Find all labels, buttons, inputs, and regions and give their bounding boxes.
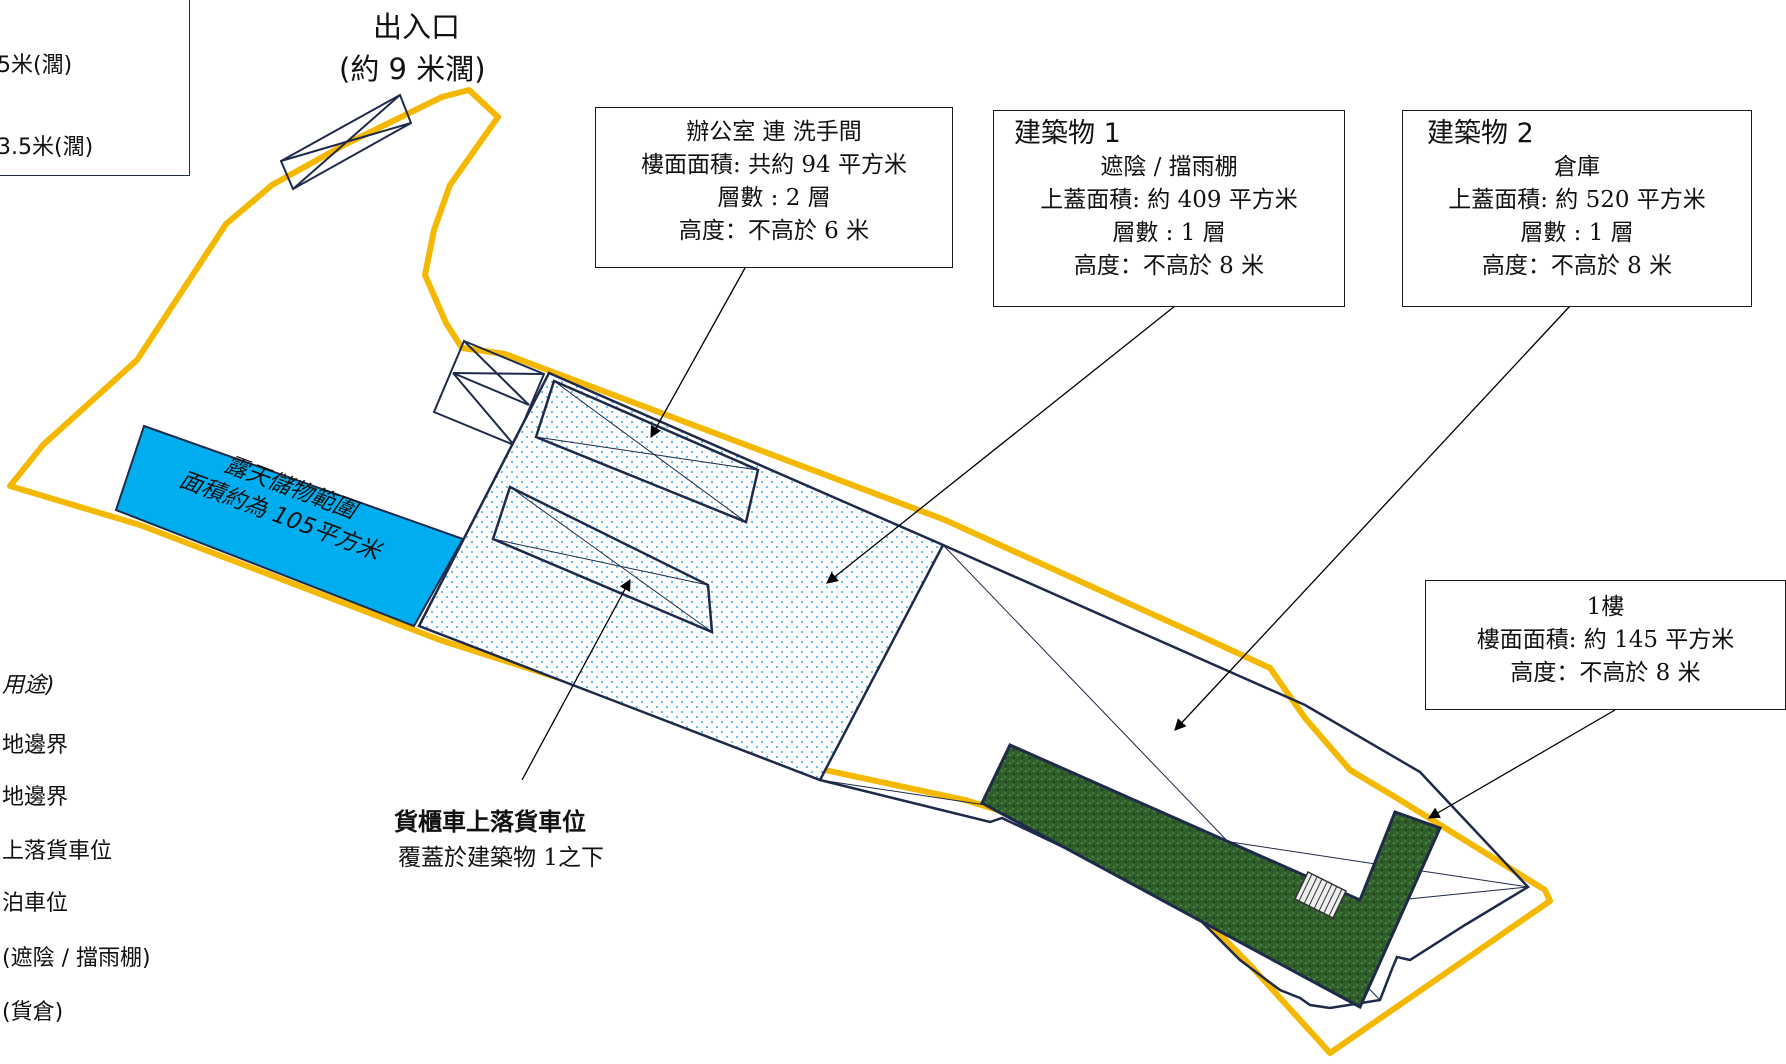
legend-item: 上落貨車位 <box>2 839 113 864</box>
building-1-height: 高度：不高於 8 米 <box>1073 253 1265 279</box>
building-1-use: 遮陰 / 擋雨棚 <box>1100 154 1238 180</box>
staircase-icon <box>1294 870 1347 920</box>
building-2-title: 建築物 2 <box>1427 118 1534 149</box>
building-2-use: 倉庫 <box>1554 154 1600 180</box>
entrance-title: 出入口 <box>373 10 461 44</box>
office-floor-area: 樓面面積: 共約 94 平方米 <box>641 152 907 178</box>
building-2-outline <box>819 543 1530 1010</box>
legend-heading: 用途) <box>2 673 55 698</box>
loading-subtitle: 覆蓋於建築物 1之下 <box>398 845 604 871</box>
loading-arrow <box>521 578 631 781</box>
legend-item: (遮陰 / 擋雨棚) <box>2 946 151 971</box>
leader-arrows <box>521 267 1616 819</box>
floor-1-info-box: 1樓 樓面面積: 約 145 平方米 高度：不高於 8 米 <box>1425 580 1786 710</box>
building-2-info-box: 建築物 2 倉庫 上蓋面積: 約 520 平方米 層數 : 1 層 高度：不高於… <box>1402 110 1752 307</box>
office-arrow <box>650 267 746 439</box>
warehouse-1st-floor <box>980 743 1443 1010</box>
floor-1-title: 1樓 <box>1586 594 1625 620</box>
loading-bay-footprint <box>491 485 714 634</box>
road-width-line1: 5米(濶) <box>0 53 73 78</box>
building-1-shelter <box>417 371 945 782</box>
office-name: 辦公室 連 洗手間 <box>686 119 862 145</box>
road-width-line2: 3.5米(濶) <box>0 135 94 160</box>
floor-1-area: 樓面面積: 約 145 平方米 <box>1476 627 1735 653</box>
floor-1-arrow <box>1427 709 1616 819</box>
entrance-width: (約 9 米濶) <box>339 52 486 86</box>
building-2-arrow <box>1174 305 1571 731</box>
loading-title: 貨櫃車上落貨車位 <box>394 808 586 836</box>
office-info-box: 辦公室 連 洗手間 樓面面積: 共約 94 平方米 層數 : 2 層 高度：不高… <box>595 107 953 268</box>
building-1-arrow <box>826 305 1176 584</box>
building-1-coverage: 上蓋面積: 約 409 平方米 <box>1040 187 1298 213</box>
building-2-coverage: 上蓋面積: 約 520 平方米 <box>1448 187 1706 213</box>
floor-1-height: 高度：不高於 8 米 <box>1510 660 1701 686</box>
building-2-height: 高度：不高於 8 米 <box>1481 253 1673 279</box>
office-storeys: 層數 : 2 層 <box>717 185 831 211</box>
legend-item: 地邊界 <box>2 733 69 758</box>
building-1-info-box: 建築物 1 遮陰 / 擋雨棚 上蓋面積: 約 409 平方米 層數 : 1 層 … <box>993 110 1345 307</box>
road-width-box: 5米(濶) 3.5米(濶) <box>0 0 190 176</box>
building-2-storeys: 層數 : 1 層 <box>1520 220 1634 246</box>
site-boundary <box>7 87 1553 1056</box>
office-height: 高度：不高於 6 米 <box>678 218 870 244</box>
legend-item: (貨倉) <box>2 1000 64 1025</box>
building-1-title: 建築物 1 <box>1014 118 1121 149</box>
open-storage-area <box>114 424 465 628</box>
office-footprint <box>534 379 760 524</box>
legend-item: 泊車位 <box>2 891 69 916</box>
building-1-storeys: 層數 : 1 層 <box>1112 220 1226 246</box>
legend-item: 地邊界 <box>2 785 69 810</box>
